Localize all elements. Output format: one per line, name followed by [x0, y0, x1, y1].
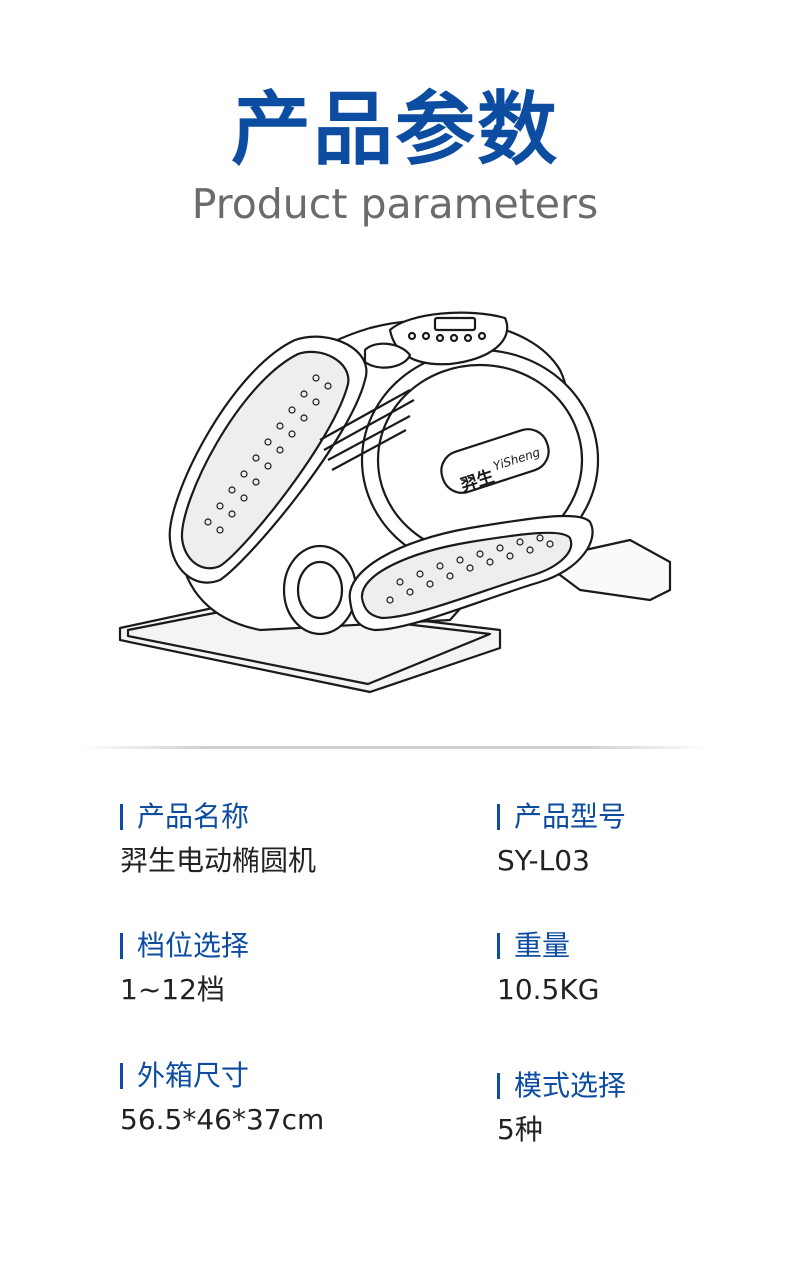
spec-value: 56.5*46*37cm	[120, 1103, 325, 1136]
spec-label: 重量	[514, 929, 571, 962]
spec-value: 1~12档	[120, 973, 225, 1006]
spec-model: 产品型号 SY-L03	[497, 800, 626, 878]
spec-value: 5种	[497, 1113, 543, 1146]
label-bar	[497, 933, 500, 959]
label-bar	[497, 804, 500, 830]
spec-modes: 模式选择 5种	[497, 1069, 626, 1147]
spec-value: SY-L03	[497, 844, 590, 877]
spec-label: 外箱尺寸	[137, 1059, 250, 1092]
spec-label: 模式选择	[514, 1069, 627, 1102]
spec-box-size: 外箱尺寸 56.5*46*37cm	[120, 1059, 324, 1137]
spec-value: 羿生电动椭圆机	[120, 844, 317, 877]
spec-weight: 重量 10.5KG	[497, 929, 599, 1007]
spec-label: 档位选择	[137, 929, 250, 962]
elliptical-machine-illustration: 羿生 YiSheng	[118, 311, 672, 694]
label-bar	[120, 804, 123, 830]
spec-value: 10.5KG	[497, 973, 600, 1006]
spec-label: 产品型号	[514, 800, 627, 833]
spec-label: 产品名称	[137, 800, 250, 833]
label-bar	[120, 1063, 123, 1089]
spec-name: 产品名称 羿生电动椭圆机	[120, 800, 316, 878]
label-bar	[497, 1073, 500, 1099]
page-subtitle: Product parameters	[191, 180, 599, 228]
section-divider	[80, 746, 710, 749]
label-bar	[120, 933, 123, 959]
page-title: 产品参数	[231, 83, 559, 176]
spec-gears: 档位选择 1~12档	[120, 929, 249, 1007]
